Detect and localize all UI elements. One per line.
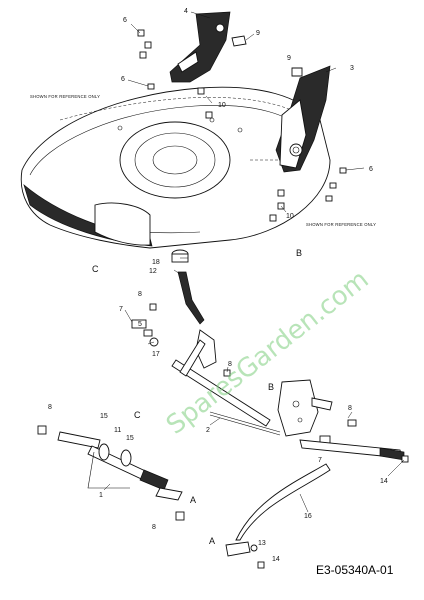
callout-8-c: 8 [48,404,52,411]
ref-b-deck: B [296,248,302,258]
rear-height-bar [225,439,405,557]
callout-1: 1 [99,492,103,499]
diagram-code: E3-05340A-01 [316,563,394,577]
ref-c-deck: C [92,264,99,274]
left-height-bracket [169,11,247,83]
callout-14-right: 14 [380,478,388,485]
ref-a-axle: A [190,495,196,505]
ref-b-bracket: B [268,382,274,392]
callout-8-a: 8 [138,291,142,298]
callout-5: 5 [138,321,142,328]
note-shown-for-reference-right: SHOWN FOR REFERENCE ONLY [306,222,376,227]
callout-2: 2 [206,427,210,434]
callout-7-a: 7 [119,306,123,313]
callout-10-right: 10 [286,213,294,220]
callout-6-mid: 6 [121,76,125,83]
connecting-rod [209,411,281,436]
callout-8-d: 8 [152,524,156,531]
upper-fasteners [137,29,347,222]
front-axle-assembly [37,425,185,521]
callout-9-right: 9 [287,55,291,62]
ref-a-bar: A [209,536,215,546]
small-hardware [131,303,409,569]
callout-11: 11 [114,427,121,434]
callout-4: 4 [184,8,188,15]
note-shown-for-reference-left: SHOWN FOR REFERENCE ONLY [30,94,100,99]
callout-7-b: 7 [318,457,322,464]
callout-8-e: 8 [348,405,352,412]
callout-6-right: 6 [369,166,373,173]
callout-8-b: 8 [228,361,232,368]
part-callouts: 6 4 9 6 9 3 10 6 10 18 12 8 7 5 17 8 2 8… [48,8,388,563]
reference-letters: C B B C A A [92,248,302,546]
callout-9-top: 9 [256,30,260,37]
right-height-bracket [275,65,331,173]
callout-15-a: 15 [100,413,108,420]
leader-lines [103,11,405,513]
callout-10-top: 10 [218,102,226,109]
callout-6-top: 6 [123,17,127,24]
callout-17: 17 [152,351,160,358]
ref-c-axle: C [134,410,141,420]
callout-15-b: 15 [126,435,134,442]
callout-13: 13 [258,540,266,547]
callout-14-bottom: 14 [272,556,280,563]
callout-3: 3 [350,65,354,72]
mower-deck [20,86,331,249]
height-lever-assembly [171,249,271,427]
callout-18: 18 [152,259,160,266]
callout-16: 16 [304,513,312,520]
callout-12: 12 [149,268,157,275]
rear-axle-bracket [277,379,357,445]
